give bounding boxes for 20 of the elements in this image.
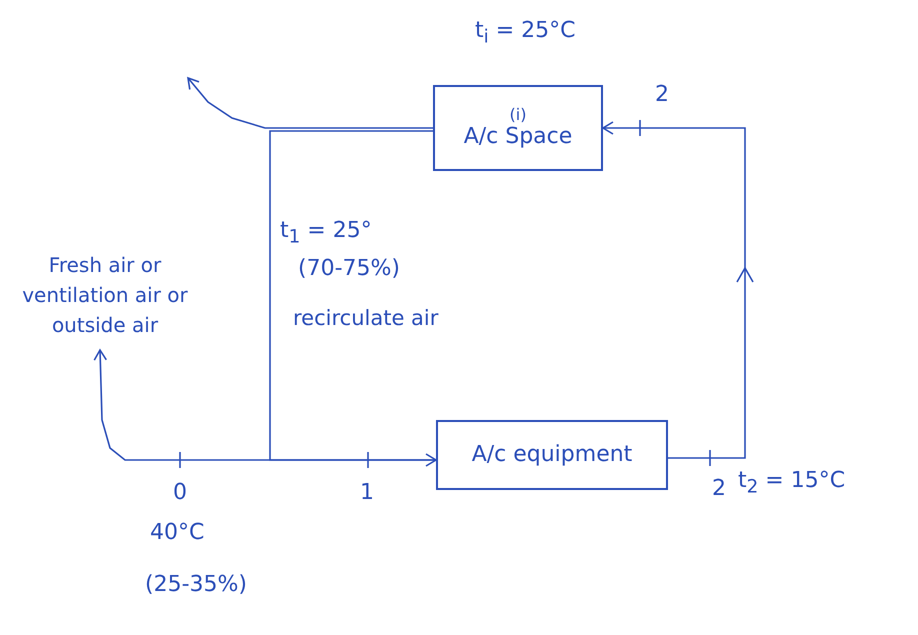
state-label: t$_{i}$ = 25°C [475,18,576,48]
state-label: 2 [712,476,726,501]
state-label: 0 [173,480,187,505]
state-label: (70-75%) [298,256,400,281]
flow-arrow [269,130,437,467]
state-number: (i) [510,105,526,124]
flow-arrow [602,121,746,459]
state-label: t$_{2}$ = 15°C [738,468,846,498]
node-label: A/c Space [464,124,572,151]
flow-arrow [187,77,433,129]
state-label: 1 [360,480,374,505]
state-label: t$_{1}$ = 25° [280,218,372,248]
state-label: 40°C [150,520,204,545]
state-label: (25-35%) [145,572,247,597]
process-box [433,85,603,171]
process-box [436,420,668,490]
air-source-text: Fresh air or ventilation air or outside air [5,250,205,346]
node-label: A/c equipment [472,442,632,468]
state-label: 2 [655,82,669,107]
flow-arrow [94,349,436,461]
